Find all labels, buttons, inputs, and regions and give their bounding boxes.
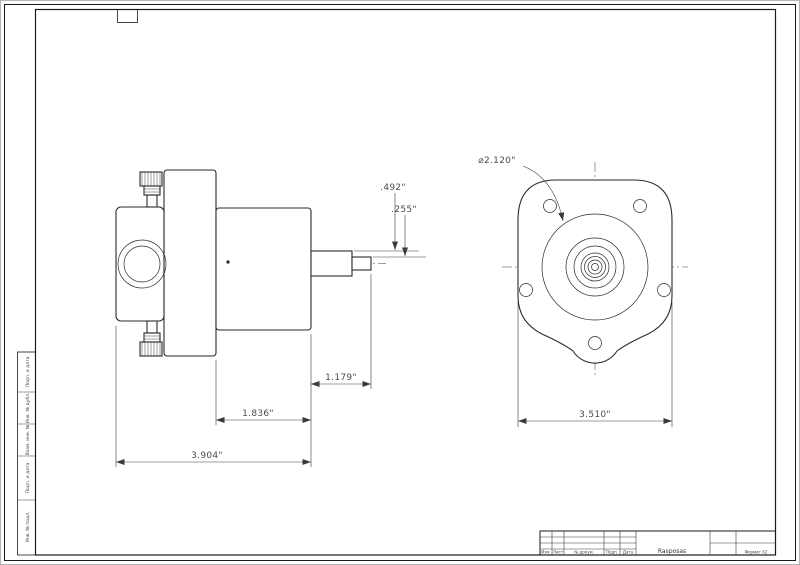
fitting-stem [146, 320, 158, 334]
bottom-fitting [139, 320, 163, 357]
fitting-stem [146, 194, 158, 208]
shaft-minor [351, 256, 372, 271]
drawing-inner-frame [34, 8, 777, 556]
bolt-hole [519, 283, 533, 297]
hub-ring [573, 245, 617, 289]
dimension-text: .255" [391, 205, 417, 215]
dim-shaft-length: 1.179" [310, 274, 372, 467]
fitting-collar [143, 185, 161, 196]
shaft-ring [584, 256, 606, 278]
title-block-rows [540, 536, 776, 550]
dim-shaft-minor: .255" [373, 205, 426, 258]
shaft-circle [587, 259, 603, 275]
side-strip-label: Подп. и дата [25, 462, 31, 493]
shaft-major [310, 250, 353, 277]
side-strip-label: Инв. № дубл. [25, 393, 31, 424]
flange-outline [517, 179, 673, 364]
port-outer-circle [117, 239, 167, 289]
bolt-hole [588, 336, 602, 350]
title-block-col-label: Лист [553, 550, 564, 555]
title-block-col-label: Изм. [541, 550, 550, 555]
fitting-collar [143, 332, 161, 343]
bolt-hole [657, 283, 671, 297]
side-strip-column [17, 351, 36, 556]
bolt-hole [543, 199, 557, 213]
dimension-text: 3.510" [579, 410, 611, 420]
title-block-col-label: № докум. [574, 550, 594, 555]
dim-overall-length: 3.904" [115, 326, 311, 467]
dimension-text: ⌀2.120" [478, 156, 515, 166]
dimension-text: .492" [380, 183, 406, 193]
part-name: Rasposas [658, 548, 686, 555]
side-strip-label: Взам. инв. № [25, 424, 31, 455]
dim-boss-diameter: ⌀2.120" [478, 156, 565, 222]
pump-body [215, 207, 312, 331]
port-inner-circle [123, 245, 161, 283]
bolt-hole [633, 199, 647, 213]
dim-shaft-major: .492" [354, 183, 419, 252]
hex-knurl-hatch [141, 342, 161, 356]
title-block: Изм. Лист № докум. Подп. Дата Rasposas Ф… [539, 530, 776, 556]
leader-line [522, 165, 565, 222]
side-view: .492" .255" 1.179" 1.836" 3.904" [115, 169, 426, 467]
dimension-text: 3.904" [191, 451, 223, 461]
shaft-center-circle [591, 263, 599, 271]
hex-knurl-hatch [141, 172, 161, 186]
title-block-col-label: Подп. [606, 550, 618, 555]
format-label: Формат A2 [745, 550, 768, 555]
seal-ring [580, 252, 610, 282]
dimension-text: 1.836" [242, 409, 274, 419]
hub-ring-outer [565, 237, 625, 297]
top-reference-box [117, 9, 138, 23]
side-strip-label: Подп. и дата [25, 356, 31, 387]
dim-body-length: 1.836" [215, 360, 311, 425]
mounting-flange-plate [163, 169, 217, 357]
boss-circle [541, 213, 649, 321]
top-fitting [139, 171, 163, 208]
side-strip-label: Инв. № подл. [25, 511, 31, 542]
dim-flange-width: 3.510" [517, 301, 673, 427]
dimension-text: 1.179" [325, 373, 357, 383]
side-strip-dividers [17, 391, 36, 501]
thread-lines [144, 335, 160, 340]
title-block-col-label: Дата [623, 550, 634, 555]
thread-lines [144, 188, 160, 193]
body-center-mark [226, 260, 230, 264]
side-strips: Подп. и дата Инв. № дубл. Взам. инв. № П… [17, 351, 36, 556]
sheet-outer-border [4, 4, 796, 561]
front-view: ⌀2.120" 3.510" [478, 156, 688, 427]
port-housing [115, 206, 165, 322]
